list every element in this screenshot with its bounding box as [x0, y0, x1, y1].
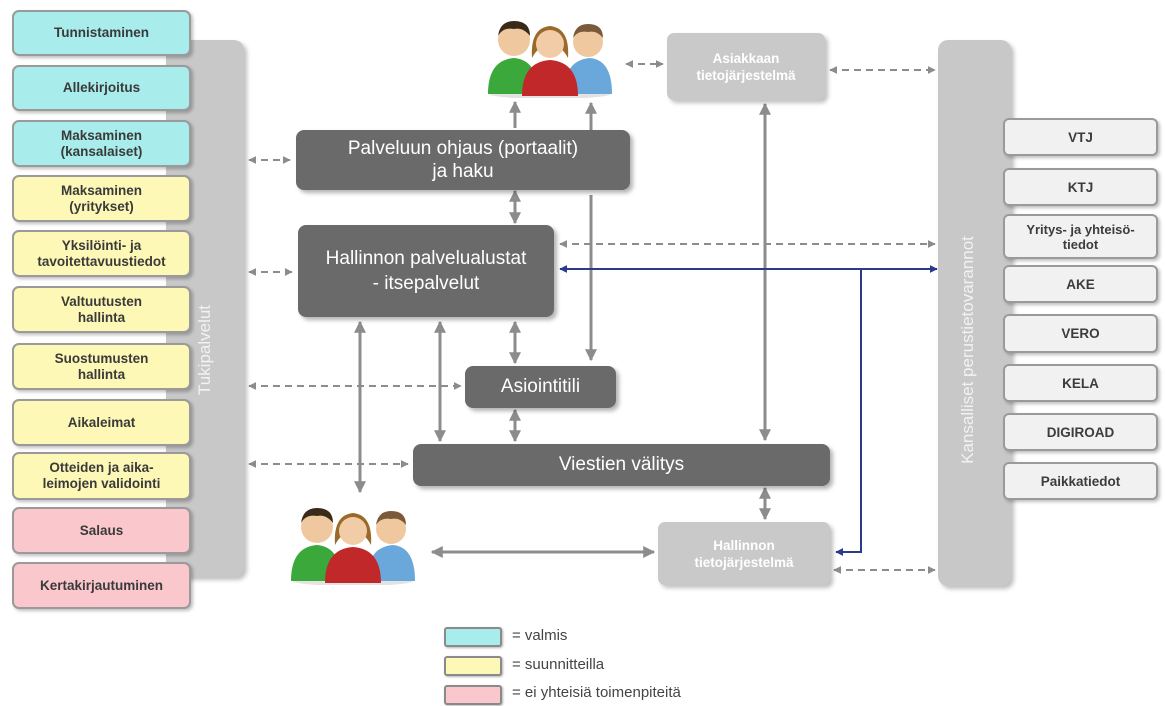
- legend-text-suunnitteilla: = suunnitteilla: [512, 656, 605, 673]
- service-tunnistaminen: Tunnistaminen: [12, 10, 191, 56]
- national-registers-bar: Kansalliset perustietovarannot: [938, 40, 1011, 586]
- legend-swatch-ei-yhteisia: [444, 685, 502, 705]
- legend-swatch-suunnitteilla: [444, 656, 502, 676]
- service-yksilointi: Yksilöinti- ja tavoitettavuustiedot: [12, 230, 191, 277]
- customer-system-box: Asiakkaan tietojärjestelmä: [667, 33, 825, 100]
- service-kertakirjautuminen: Kertakirjautuminen: [12, 562, 191, 609]
- solid-gray-arrows: [354, 100, 771, 558]
- account-box: Asiointitili: [465, 366, 616, 408]
- legend-text-ei-yhteisia: = ei yhteisiä toimenpiteitä: [512, 684, 681, 701]
- service-maksaminen-kansalaiset: Maksaminen (kansalaiset): [12, 120, 191, 167]
- admin-system-box: Hallinnon tietojärjestelmä: [658, 522, 830, 585]
- service-aikaleimat: Aikaleimat: [12, 399, 191, 446]
- service-otteiden-validointi: Otteiden ja aika- leimojen validointi: [12, 452, 191, 500]
- platform-box: Hallinnon palvelualustat - itsepalvelut: [298, 225, 554, 317]
- register-kela: KELA: [1003, 364, 1158, 402]
- national-registers-label: Kansalliset perustietovarannot: [958, 236, 977, 464]
- people-group-icon: [486, 14, 614, 98]
- people-group-icon: [289, 501, 417, 585]
- service-allekirjoitus: Allekirjoitus: [12, 65, 191, 111]
- register-ktj: KTJ: [1003, 168, 1158, 206]
- legend-swatch-valmis: [444, 627, 502, 647]
- register-vero: VERO: [1003, 314, 1158, 353]
- messaging-box: Viestien välitys: [413, 444, 830, 486]
- service-maksaminen-yritykset: Maksaminen (yritykset): [12, 175, 191, 222]
- service-salaus: Salaus: [12, 507, 191, 554]
- register-vtj: VTJ: [1003, 118, 1158, 156]
- legend-text-valmis: = valmis: [512, 627, 568, 644]
- register-digiroad: DIGIROAD: [1003, 413, 1158, 451]
- portal-box: Palveluun ohjaus (portaalit) ja haku: [296, 130, 630, 190]
- register-yritys-yhteiso: Yritys- ja yhteisö- tiedot: [1003, 214, 1158, 259]
- register-ake: AKE: [1003, 265, 1158, 303]
- register-paikkatiedot: Paikkatiedot: [1003, 462, 1158, 500]
- service-suostumusten-hallinta: Suostumusten hallinta: [12, 343, 191, 390]
- service-valtuutusten-hallinta: Valtuutusten hallinta: [12, 286, 191, 333]
- support-services-label: Tukipalvelut: [195, 304, 214, 396]
- support-dashed-arrows: [248, 60, 936, 574]
- blue-arrows: [559, 265, 938, 556]
